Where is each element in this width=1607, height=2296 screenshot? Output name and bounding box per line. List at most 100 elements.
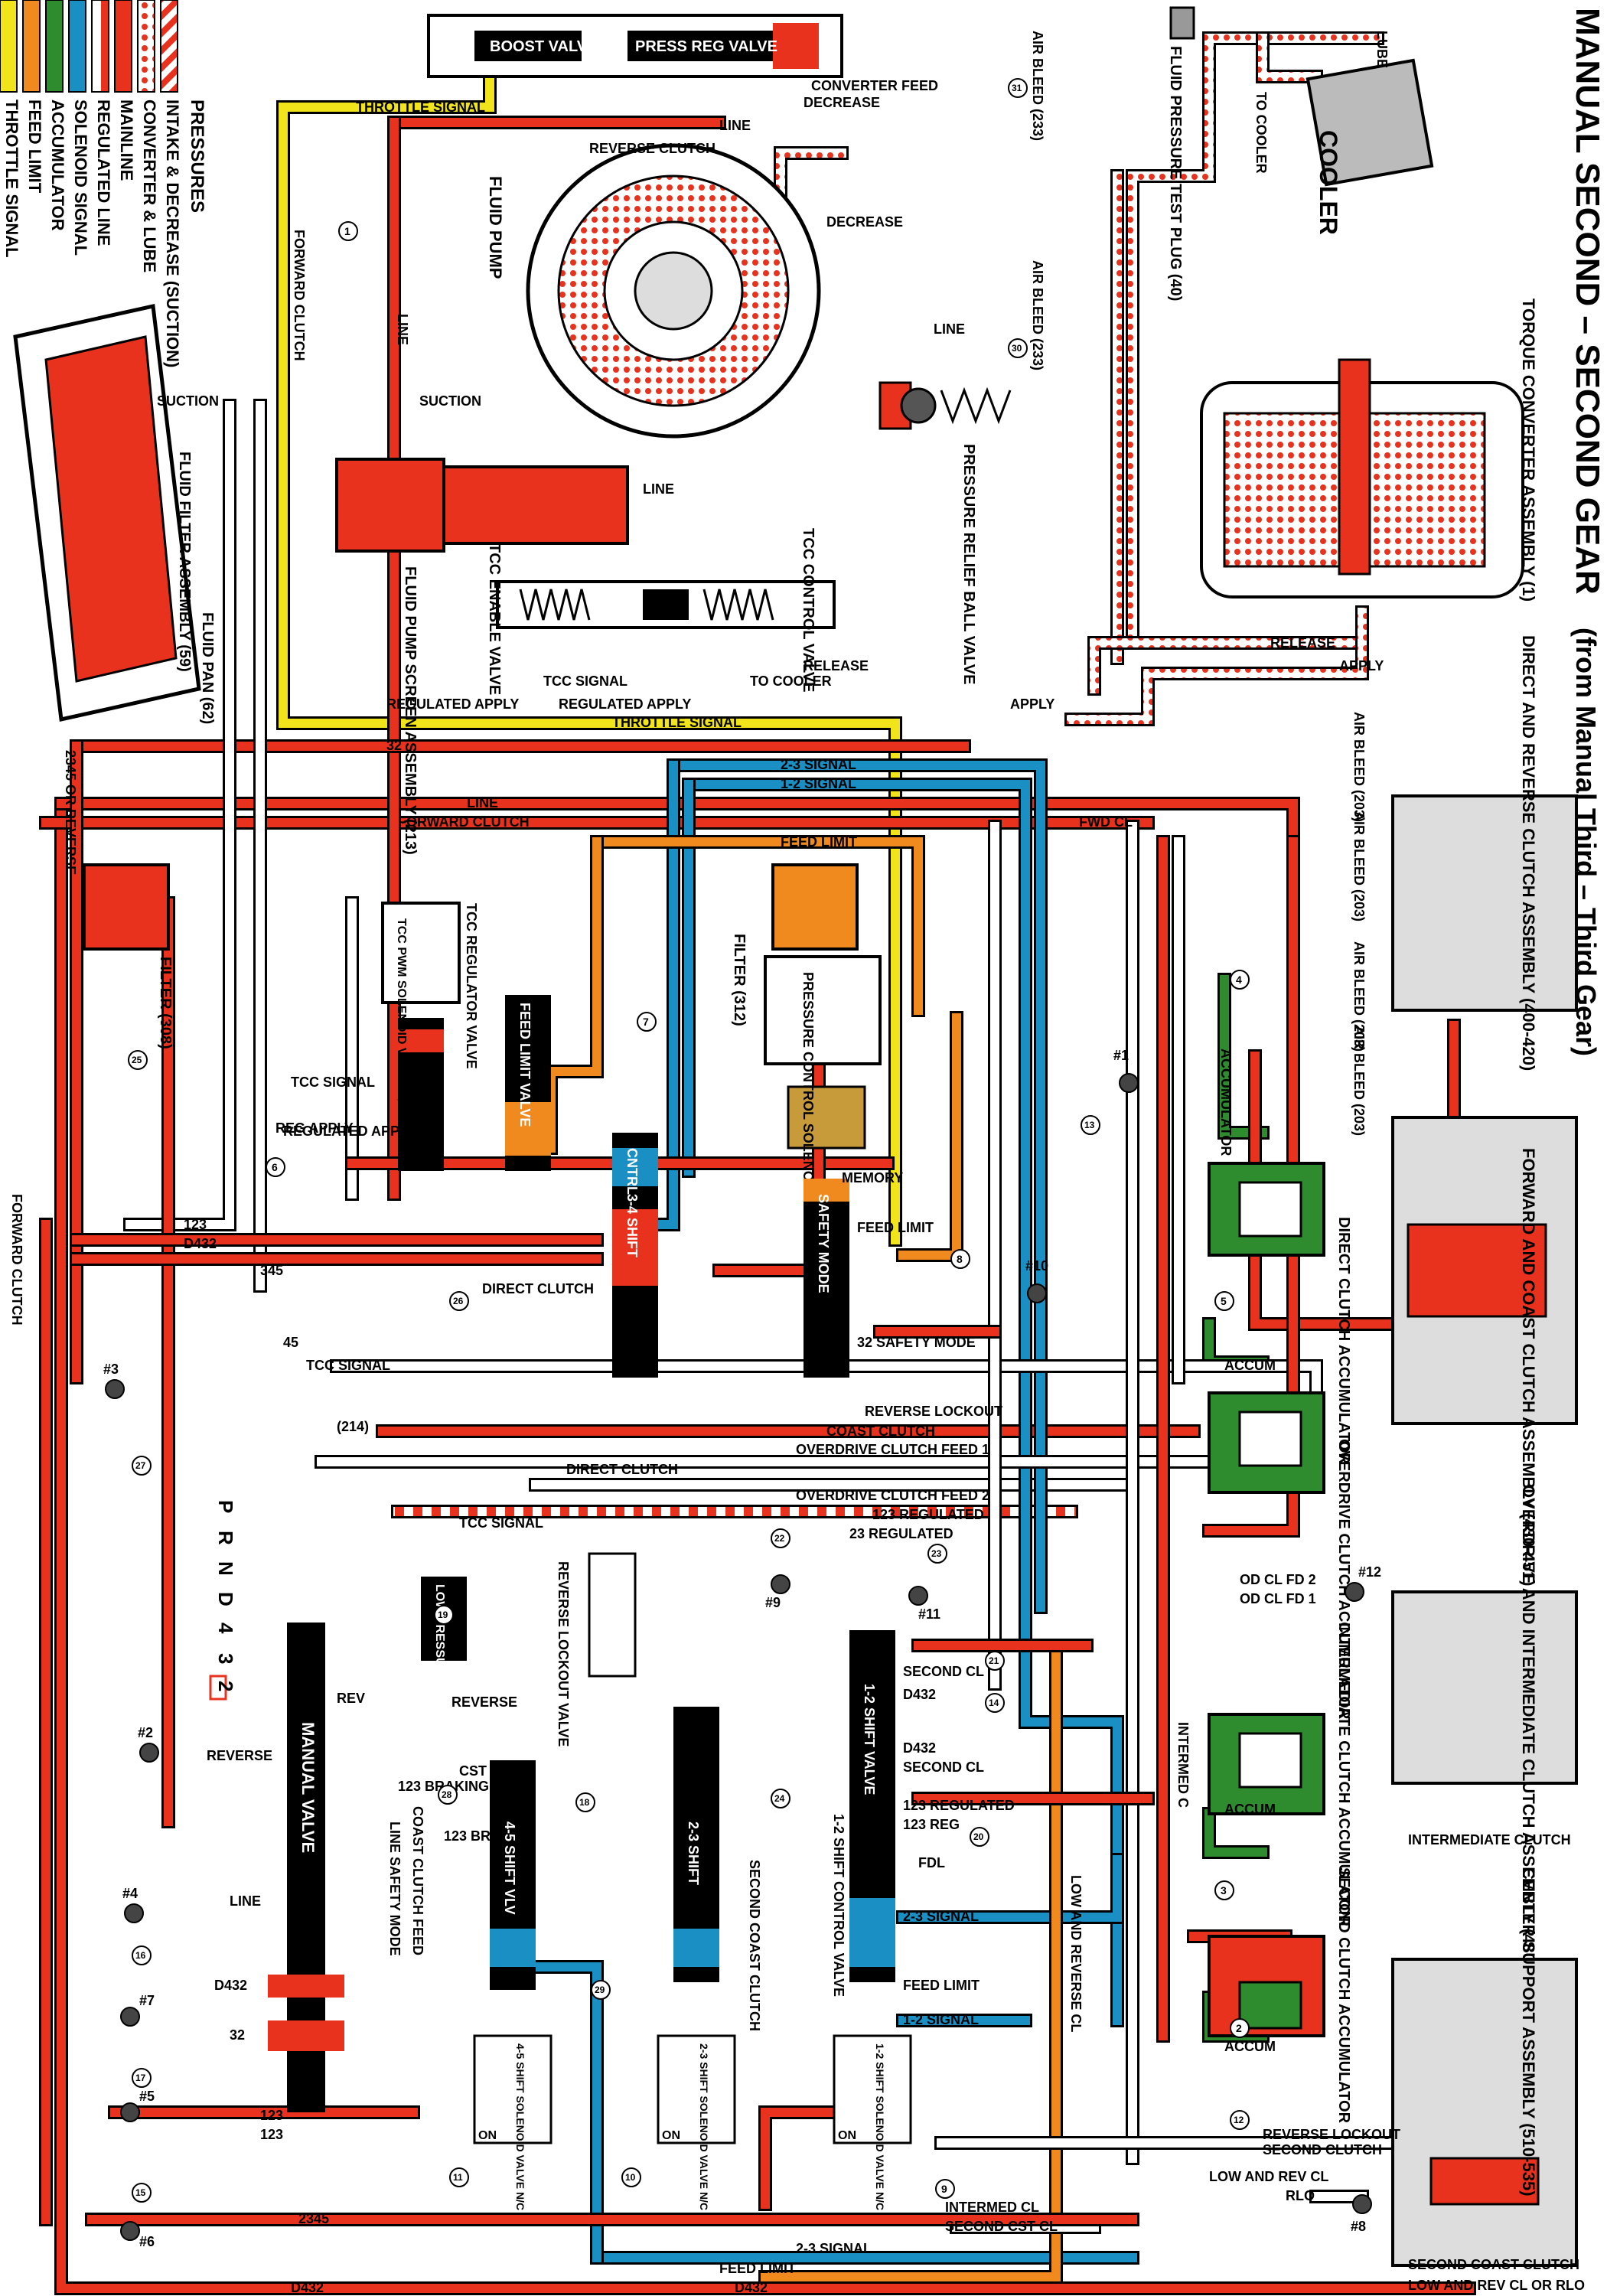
label-line-mid: LINE [467, 795, 498, 810]
label-accum-2: ACCUM [1224, 1802, 1276, 1817]
label-apply-1: APPLY [1339, 658, 1384, 673]
label-regulated-apply-1: REGULATED APPLY [386, 696, 519, 712]
label-fdl: FDL [918, 1855, 945, 1870]
svg-text:23: 23 [931, 1548, 942, 1559]
label-accumulator: ACCUMULATOR [1218, 1049, 1234, 1156]
sol-23-label: 2-3 SHIFT SOLENOID VALVE N/C [698, 2043, 710, 2210]
label-d432-bottom-2: D432 [735, 2280, 768, 2295]
low-pressure-valve: LOW PRESSURE [421, 1577, 467, 1684]
manual-valve: MANUAL VALVE [268, 1623, 344, 2112]
orifice-17: 17 [132, 2068, 152, 2088]
tcc-reg-label: TCC REGULATOR VALVE [464, 903, 479, 1069]
svg-text:#10: #10 [1025, 1258, 1048, 1274]
label-rev: REV [337, 1691, 365, 1706]
label-123-regulated: 123 REGULATED [872, 1507, 984, 1522]
label-second-cl-2: SECOND CL [903, 1760, 984, 1775]
label-low-rev-cl: LOW AND REV CL [1209, 2169, 1328, 2184]
air-bleed-203d: AIR BLEED (203) [1351, 1026, 1367, 1136]
orifice-markers: 1 2 3 4 5 6 7 8 9 10 11 12 13 14 15 16 1… [128, 78, 1250, 2203]
label-second-coast-clutch: SECOND COAST CLUTCH [1408, 2257, 1579, 2272]
svg-text:9: 9 [941, 2183, 947, 2195]
orifice-19: 19 [434, 1605, 454, 1625]
label-accum-1: ACCUM [1224, 1358, 1276, 1373]
fluid-filter-label: FLUID FILTER ASSEMBLY (59) [176, 452, 193, 672]
label-od-feed-2: OVERDRIVE CLUTCH FEED 2 [796, 1488, 989, 1503]
checkball-3: #3 [103, 1362, 125, 1399]
label-memory-1: MEMORY [842, 1170, 903, 1186]
shift-45-label: 4-5 SHIFT VLV [502, 1821, 517, 1915]
label-suction-2: SUCTION [419, 393, 481, 409]
label-forward-clutch-v: FORWARD CLUTCH [292, 230, 307, 361]
label-suction-1: SUCTION [157, 393, 219, 409]
label-decrease-mid: DECREASE [826, 214, 903, 230]
label-123-bottom-1: 123 [260, 2108, 283, 2123]
pressure-relief-valve: PRESSURE RELIEF BALL VALVE [878, 381, 1012, 684]
orifice-15: 15 [132, 2183, 152, 2203]
prndl-r: R [214, 1531, 237, 1545]
svg-text:29: 29 [595, 1985, 605, 1995]
tcc-pwm-label: TCC PWM SOLENOID VALVE N/C [395, 918, 408, 1111]
direct-clutch-accumulator: DIRECT CLUTCH ACCUMULATOR [1208, 1162, 1352, 1464]
label-23-regulated: 23 REGULATED [849, 1526, 953, 1541]
svg-text:24: 24 [774, 1793, 785, 1804]
svg-text:27: 27 [135, 1460, 146, 1471]
shift-12-ctrl-label: 1-2 SHIFT CONTROL VALVE [831, 1814, 846, 1997]
svg-text:#1: #1 [1113, 1048, 1129, 1063]
prndl-n: N [214, 1561, 237, 1576]
legend-regulated: REGULATED LINE [94, 99, 113, 246]
tcc-control-label: TCC CONTROL VALVE [800, 528, 817, 692]
filter-312-label: FILTER (312) [731, 934, 748, 1026]
checkball-8: #8 [1351, 2194, 1372, 2234]
fluid-pump-screen: FLUID PUMP SCREEN ASSEMBLY (213) [335, 458, 629, 855]
label-32-left: 32 [230, 2027, 245, 2043]
svg-text:1: 1 [344, 225, 350, 237]
svg-text:8: 8 [957, 1253, 963, 1265]
svg-text:6: 6 [272, 1161, 278, 1173]
checkballs: #1 #2 #3 #4 #5 #6 #7 #8 #9 #10 #11 #12 [103, 1048, 1381, 2249]
svg-text:25: 25 [132, 1055, 142, 1065]
shift-23-valve: 2-3 SHIFT 2-3 SHIFT SOLENOID VALVE N/C O… [657, 1707, 736, 2210]
center-support-label: CENTER SUPPORT ASSEMBLY (510-535) [1519, 1867, 1538, 2197]
svg-text:#9: #9 [765, 1595, 781, 1610]
low-pressure-label: LOW PRESSURE [433, 1584, 446, 1684]
title-block: MANUAL SECOND – SECOND GEAR (from Manual… [1569, 8, 1606, 1056]
air-bleed-203b: AIR BLEED (203) [1351, 811, 1367, 921]
orifice-13: 13 [1081, 1115, 1100, 1135]
safety-mode-label: SAFETY MODE [816, 1194, 831, 1293]
filter-308: FILTER (308) [83, 863, 174, 1049]
svg-text:#2: #2 [138, 1725, 153, 1740]
od-int-label: OVERDRIVE AND INTERMEDIATE CLUTCH ASSEMB… [1519, 1485, 1538, 2001]
svg-text:13: 13 [1084, 1120, 1095, 1130]
circuit-lines [39, 31, 1522, 2295]
label-reverse-lockout-mid: REVERSE LOCKOUT [865, 1404, 1002, 1419]
legend-intake: INTAKE & DECREASE (SUCTION) [163, 99, 182, 367]
sol-23-on: ON [662, 2129, 680, 2142]
label-reverse-mid: REVERSE [451, 1694, 517, 1710]
legend-heading: PRESSURES [187, 99, 207, 213]
label-forward-clutch-mid: FORWARD CLUTCH [398, 814, 530, 830]
test-plug-label: FLUID PRESSURE TEST PLUG (40) [1167, 46, 1184, 301]
label-tcc-signal-low: TCC SIGNAL [306, 1358, 390, 1373]
svg-text:2: 2 [1236, 2022, 1242, 2034]
pressure-control-solenoid: PRESSURE CONTROL SOLENOID VALVE [764, 955, 882, 1243]
cooler: COOLER [1305, 58, 1434, 235]
second-acc-label: SECOND CLUTCH ACCUMULATOR [1335, 1867, 1352, 2124]
label-converter-feed: CONVERTER FEED [811, 78, 938, 93]
prndl-selected-marker [209, 1675, 227, 1701]
line-labels: THROTTLE SIGNAL LINE REVERSE CLUTCH DECR… [9, 31, 1585, 2295]
checkball-12: #12 [1345, 1564, 1381, 1602]
label-123-brk: 123 BRK [444, 1828, 500, 1844]
pcs-label: PRESSURE CONTROL SOLENOID VALVE [800, 972, 816, 1243]
svg-text:7: 7 [643, 1016, 649, 1028]
label-12-signal-b: 1-2 SIGNAL [903, 2012, 979, 2027]
orifice-20: 20 [970, 1827, 989, 1847]
shift-12-label: 1-2 SHIFT VALVE [862, 1684, 877, 1795]
label-second-clutch-bottom: SECOND CLUTCH [1263, 2142, 1382, 2157]
svg-text:18: 18 [579, 1797, 590, 1808]
orifice-3: 3 [1214, 1880, 1234, 1900]
label-coast-clutch-feed: COAST CLUTCH FEED [410, 1806, 425, 1955]
orifice-29: 29 [591, 1980, 611, 2000]
shift-45-valve: 4-5 SHIFT VLV 4-5 SHIFT SOLENOID VALVE N… [473, 1760, 553, 2210]
svg-text:15: 15 [135, 2187, 146, 2198]
orifice-8: 8 [950, 1249, 970, 1269]
